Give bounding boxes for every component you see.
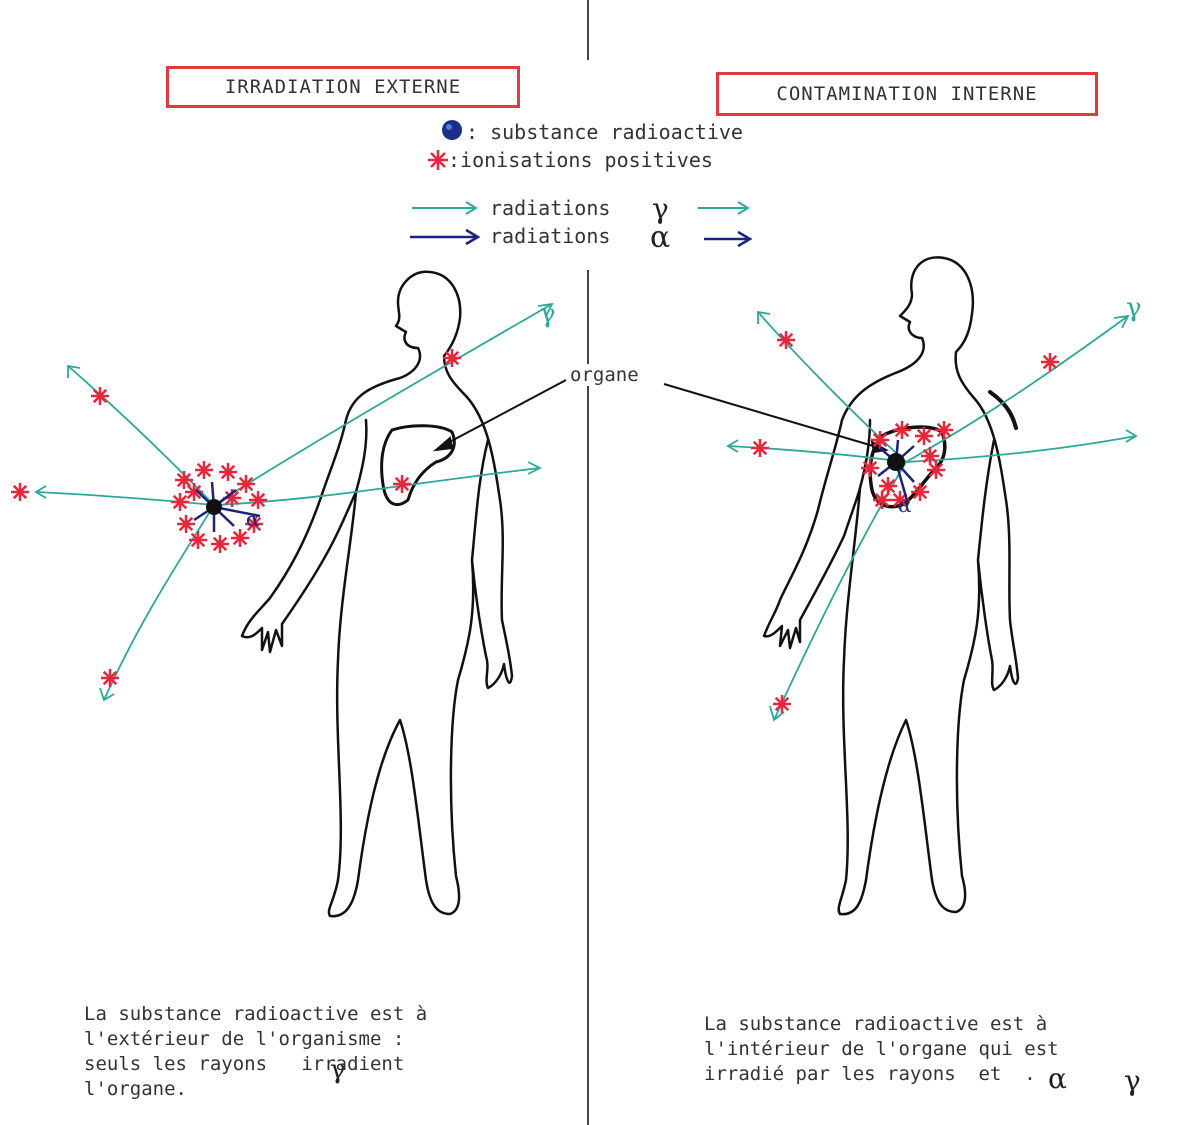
left-source <box>193 481 261 532</box>
right-body-outline <box>762 256 1020 916</box>
legend-gamma-symbol: γ <box>652 192 669 225</box>
left-body-outline <box>240 270 514 918</box>
caption-right-alpha: α <box>1048 1062 1067 1095</box>
ionisation-star <box>91 387 109 405</box>
ionisation-star <box>921 447 939 465</box>
ionisation-star <box>871 431 889 449</box>
ionisation-star <box>237 475 255 493</box>
ionisation-star <box>185 483 203 501</box>
ionisation-star <box>861 459 879 477</box>
ionisation-star <box>773 695 791 713</box>
ionisation-star <box>245 515 263 533</box>
right-substance <box>887 453 905 471</box>
ionisation-star <box>195 461 213 479</box>
organe-pointers <box>432 379 889 454</box>
legend-alpha-symbol: α <box>650 220 670 255</box>
caption-left: La substance radioactive est à l'extérie… <box>84 1003 428 1100</box>
legend-ionisation-icon <box>428 150 448 170</box>
caption-right-gamma: γ <box>1124 1064 1141 1097</box>
caption-right: La substance radioactive est à l'intérie… <box>704 1013 1059 1085</box>
organe-label: organe <box>568 364 641 386</box>
ionisation-star <box>777 331 795 349</box>
right-alpha-label: α <box>898 493 912 517</box>
legend-alpha-arrow <box>410 228 753 248</box>
caption-left-gamma: γ <box>330 1055 346 1085</box>
left-alpha-label: α <box>246 507 260 531</box>
ionisation-star <box>171 493 189 511</box>
ionisation-star <box>1041 353 1059 371</box>
ionisation-star <box>443 349 461 367</box>
left-gamma-label: γ <box>540 299 556 329</box>
ionisation-star <box>11 483 29 501</box>
ionisation-star <box>915 427 933 445</box>
ionisation-star <box>935 421 953 439</box>
title-irradiation-externe: IRRADIATION EXTERNE <box>166 66 520 108</box>
legend-gamma-arrow <box>412 201 750 215</box>
ionisation-star <box>911 483 929 501</box>
left-substance <box>206 499 222 515</box>
right-gamma-rays <box>726 310 1138 722</box>
ionisation-star <box>873 491 891 509</box>
ionisation-star <box>231 529 249 547</box>
ionisation-star <box>249 491 267 509</box>
legend-alpha-label: radiations <box>490 224 611 248</box>
ionisation-star <box>177 515 195 533</box>
ionisation-star <box>893 421 911 439</box>
ionisation-star <box>211 535 229 553</box>
legend-ionisation-label: :ionisations positives <box>448 148 713 172</box>
legend-substance-label: : substance radioactive <box>466 120 743 144</box>
ionisation-star <box>175 471 193 489</box>
ionisation-star <box>101 669 119 687</box>
ionisation-star <box>751 439 769 457</box>
legend-substance-icon <box>442 120 462 140</box>
ionisation-star <box>927 461 945 479</box>
legend-gamma-label: radiations <box>490 196 611 220</box>
ionisation-star <box>393 475 411 493</box>
title-contamination-interne: CONTAMINATION INTERNE <box>716 72 1098 116</box>
ionisation-star <box>879 477 897 495</box>
left-organ <box>380 424 456 507</box>
ionisation-star <box>891 491 909 509</box>
left-gamma-rays <box>34 302 554 702</box>
ionisation-star <box>219 463 237 481</box>
ionisation-star <box>189 531 207 549</box>
right-source <box>877 439 915 505</box>
right-gamma-label: γ <box>1126 293 1142 323</box>
ionisation-marks <box>11 331 1059 713</box>
